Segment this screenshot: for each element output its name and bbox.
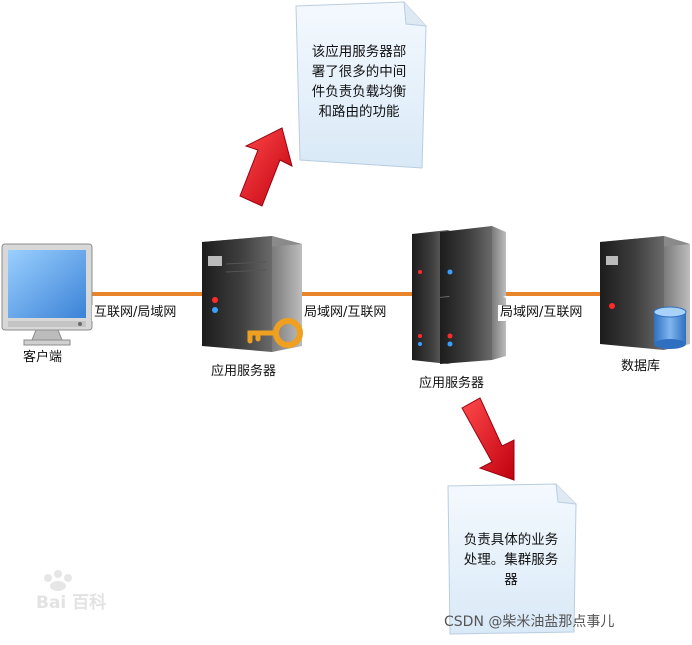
bottom-note-line: 负责具体的业务 — [463, 532, 559, 548]
bottom-note-text: 负责具体的业务 处理。集群服务 器 — [452, 530, 570, 590]
top-note-line: 署了很多的中间 — [311, 64, 407, 80]
link-label-server-cluster: 局域网/互联网 — [302, 305, 389, 321]
client-label: 客户端 — [23, 350, 63, 365]
database-label: 数据库 — [621, 359, 661, 374]
arrow-to-top-note-icon — [239, 127, 293, 207]
baidu-logo-watermark-icon — [44, 570, 72, 591]
top-note — [295, 1, 427, 169]
key-icon — [247, 318, 303, 348]
database-cylinder-icon — [653, 306, 687, 349]
app-server-label: 应用服务器 — [211, 364, 277, 379]
csdn-watermark: CSDN @柴米油盐那点事儿 — [444, 614, 615, 630]
arrow-to-bottom-note-icon — [461, 397, 515, 481]
top-note-line: 和路由的功能 — [318, 104, 400, 120]
top-note-line: 该应用服务器部 — [311, 44, 407, 60]
bottom-note-line: 器 — [504, 572, 518, 588]
cluster-label: 应用服务器 — [419, 376, 485, 391]
link-label-cluster-database: 局域网/互联网 — [498, 305, 585, 321]
baidu-watermark: Bai 百科 — [36, 593, 107, 613]
server-cluster-icon — [412, 226, 506, 364]
client-monitor-icon — [1, 243, 93, 346]
link-label-client-server: 互联网/局域网 — [92, 305, 179, 321]
bottom-note — [447, 483, 577, 635]
bottom-note-line: 处理。集群服务 — [463, 552, 559, 568]
top-note-text: 该应用服务器部 署了很多的中间 件负责负载均衡 和路由的功能 — [300, 42, 418, 122]
top-note-line: 件负责负载均衡 — [311, 84, 407, 100]
